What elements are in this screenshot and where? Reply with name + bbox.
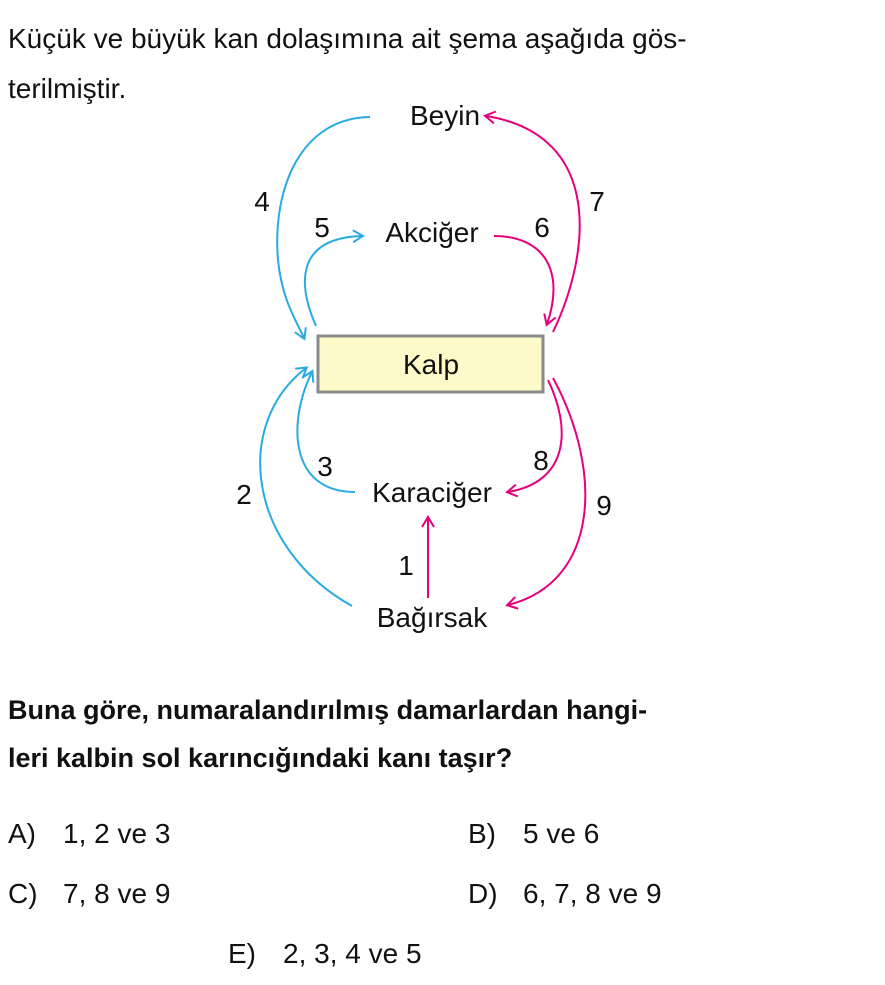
- option-b[interactable]: B) 5 ve 6: [468, 818, 599, 850]
- option-c[interactable]: C) 7, 8 ve 9: [8, 878, 170, 910]
- vessel-4-arrow: [276, 116, 371, 341]
- option-letter: B): [468, 818, 496, 849]
- intro-line-1: Küçük ve büyük kan dolaşımına ait şema a…: [8, 23, 687, 54]
- vessel-number-6: 6: [534, 212, 550, 243]
- vessel-number-5: 5: [314, 212, 330, 243]
- option-text: 5 ve 6: [523, 818, 600, 849]
- vessel-number-2: 2: [236, 479, 252, 510]
- organ-heart: Kalp: [403, 349, 459, 380]
- vessel-7-arrow: [483, 110, 581, 333]
- vessel-number-7: 7: [589, 186, 605, 217]
- option-letter: A): [8, 818, 36, 849]
- vessel-number-4: 4: [254, 186, 270, 217]
- heart-box: [316, 334, 545, 394]
- option-text: 1, 2 ve 3: [63, 818, 171, 849]
- option-text: 7, 8 ve 9: [63, 878, 171, 909]
- question-line-2: leri kalbin sol karıncığındaki kanı taşı…: [8, 743, 513, 773]
- question-text: Buna göre, numaralandırılmış damarlardan…: [8, 686, 868, 782]
- intro-line-2: terilmiştir.: [8, 73, 127, 104]
- option-e[interactable]: E) 2, 3, 4 ve 5: [228, 938, 422, 970]
- vessel-number-9: 9: [596, 490, 612, 521]
- option-a[interactable]: A) 1, 2 ve 3: [8, 818, 170, 850]
- vessel-number-8: 8: [533, 445, 549, 476]
- question-line-1: Buna göre, numaralandırılmış damarlardan…: [8, 695, 648, 725]
- vessel-8-arrow: [505, 379, 563, 498]
- organ-lung: Akciğer: [385, 217, 478, 248]
- vessel-9-arrow: [505, 377, 587, 610]
- vessel-6-arrow: [493, 235, 557, 327]
- option-letter: D): [468, 878, 498, 909]
- option-text: 6, 7, 8 ve 9: [523, 878, 662, 909]
- organ-liver: Karaciğer: [372, 477, 492, 508]
- option-letter: C): [8, 878, 38, 909]
- option-letter: E): [228, 938, 256, 969]
- vessel-number-1: 1: [398, 550, 414, 581]
- organ-intestine: Bağırsak: [377, 602, 488, 633]
- option-text: 2, 3, 4 ve 5: [283, 938, 422, 969]
- organ-brain: Beyin: [410, 100, 480, 131]
- vessel-5-arrow: [304, 229, 365, 327]
- vessel-3-arrow: [296, 369, 356, 493]
- vessel-2-arrow: [259, 366, 353, 607]
- option-d[interactable]: D) 6, 7, 8 ve 9: [468, 878, 662, 910]
- intro-text: Küçük ve büyük kan dolaşımına ait şema a…: [8, 14, 868, 114]
- vessel-number-3: 3: [317, 451, 333, 482]
